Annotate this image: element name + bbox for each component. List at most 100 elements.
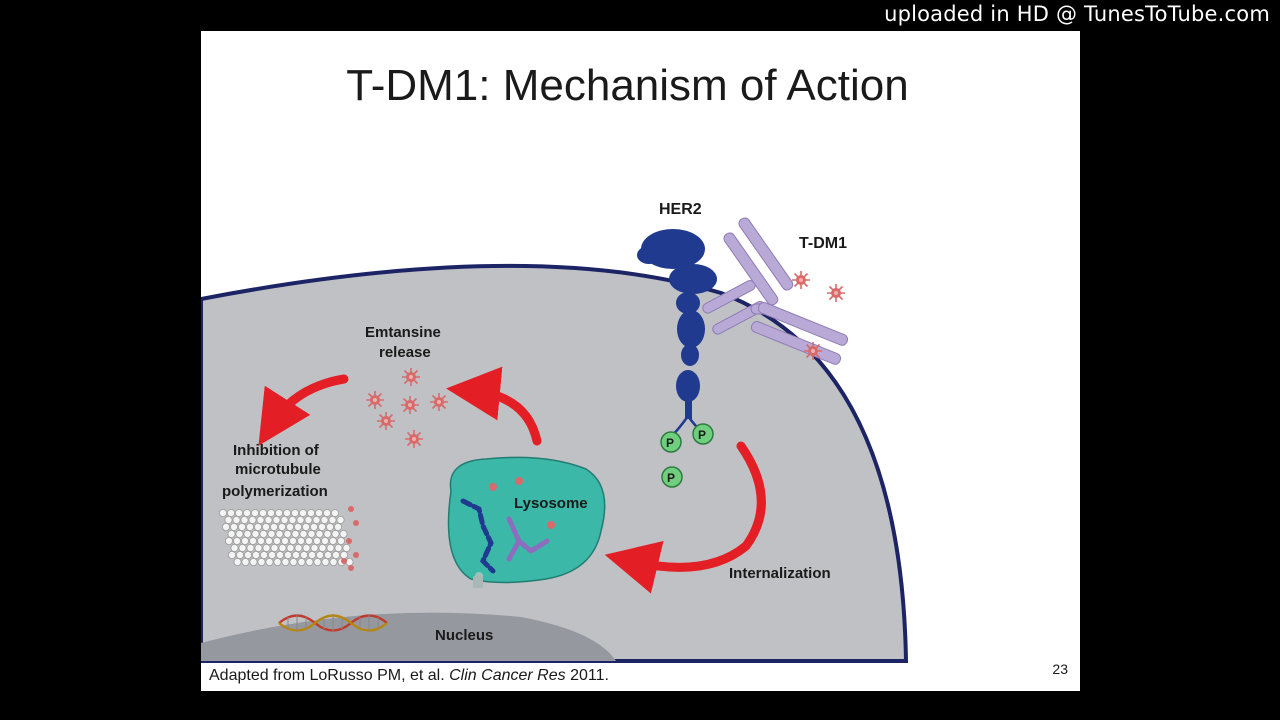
tubulin-bead xyxy=(307,529,316,538)
tubulin-bead xyxy=(238,522,247,531)
tubulin-bead xyxy=(233,558,242,567)
tubulin-bead xyxy=(267,508,276,517)
tubulin-bead xyxy=(291,529,300,538)
citation-journal: Clin Cancer Res xyxy=(449,667,566,684)
tubulin-bead xyxy=(246,544,255,553)
tubulin-bead xyxy=(270,544,279,553)
tubulin-bead xyxy=(330,508,339,517)
tubulin-bead xyxy=(284,551,293,560)
tubulin-bead xyxy=(307,508,316,517)
phosphate-groups: P P P xyxy=(660,423,714,488)
tubulin-bead xyxy=(257,536,266,545)
tubulin-bead xyxy=(288,515,297,524)
degraded-antibody-fragments xyxy=(460,498,550,574)
inhibition-arrow xyxy=(258,374,349,446)
tubulin-bead xyxy=(278,544,287,553)
phospho-label: P xyxy=(698,428,706,442)
tdm1-antibody xyxy=(702,217,849,365)
tubulin-bead xyxy=(339,551,348,560)
tubulin-bead xyxy=(273,536,282,545)
tubulin-bead xyxy=(323,508,332,517)
microtubule-lattice-icon xyxy=(218,508,354,567)
tubulin-bead xyxy=(294,544,303,553)
phospho-label: P xyxy=(667,471,675,485)
tubulin-bead xyxy=(286,544,295,553)
watermark-text: uploaded in HD @ TunesToTube.com xyxy=(884,2,1270,26)
tubulin-bead xyxy=(339,529,348,538)
tubulin-bead xyxy=(318,544,327,553)
tubulin-bead xyxy=(254,544,263,553)
tubulin-bead xyxy=(308,551,317,560)
tubulin-bead xyxy=(281,558,290,567)
citation: Adapted from LoRusso PM, et al. Clin Can… xyxy=(209,667,609,685)
phospho-label: P xyxy=(666,436,674,450)
tubulin-bead xyxy=(265,558,274,567)
tubulin-bead xyxy=(334,544,343,553)
tubulin-bead xyxy=(257,558,266,567)
tubulin-bead xyxy=(226,508,235,517)
tubulin-bead xyxy=(280,515,289,524)
tubulin-bead xyxy=(342,544,351,553)
inhibition-label-line2: microtubule xyxy=(235,461,321,478)
tubulin-bead xyxy=(281,536,290,545)
tubulin-bead xyxy=(268,551,277,560)
internalization-arrow xyxy=(604,441,766,594)
her2-receptor xyxy=(637,229,717,419)
mechanism-diagram: Nucleus HER2 P P P xyxy=(201,201,909,663)
tubulin-bead xyxy=(249,536,258,545)
tubulin-bead xyxy=(289,558,298,567)
tubulin-bead xyxy=(262,522,271,531)
tubulin-bead xyxy=(273,558,282,567)
tubulin-bead xyxy=(313,536,322,545)
tubulin-bead xyxy=(218,508,227,517)
tubulin-bead xyxy=(297,558,306,567)
tubulin-bead xyxy=(241,536,250,545)
page-number: 23 xyxy=(1052,661,1068,677)
tubulin-bead xyxy=(259,529,268,538)
tubulin-bead xyxy=(265,536,274,545)
tubulin-bead xyxy=(252,551,261,560)
tubulin-bead xyxy=(232,515,241,524)
tubulin-bead xyxy=(318,522,327,531)
internalization-label: Internalization xyxy=(729,565,831,582)
tubulin-bead xyxy=(291,508,300,517)
dna-helix-icon xyxy=(278,614,388,632)
tubulin-bead xyxy=(235,529,244,538)
tubulin-bead xyxy=(251,529,260,538)
tubulin-bead xyxy=(294,522,303,531)
tubulin-bead xyxy=(299,529,308,538)
tubulin-bead xyxy=(275,529,284,538)
tubulin-bead xyxy=(292,551,301,560)
tubulin-bead xyxy=(305,558,314,567)
tdm1-label: T-DM1 xyxy=(799,235,847,252)
tubulin-bead xyxy=(331,551,340,560)
tubulin-bead xyxy=(312,515,321,524)
tubulin-bead xyxy=(246,522,255,531)
tubulin-bead xyxy=(262,544,271,553)
nucleus xyxy=(201,612,616,661)
nucleus-label: Nucleus xyxy=(435,627,493,644)
tubulin-bead xyxy=(272,515,281,524)
tubulin-bead xyxy=(238,544,247,553)
tubulin-bead xyxy=(278,522,287,531)
tubulin-bead xyxy=(251,508,260,517)
tubulin-bead xyxy=(299,508,308,517)
lysosome xyxy=(447,456,606,584)
tubulin-bead xyxy=(336,536,345,545)
tubulin-bead xyxy=(345,558,354,567)
tubulin-bead xyxy=(316,551,325,560)
tubulin-bead xyxy=(254,522,263,531)
citation-year: 2011. xyxy=(570,667,609,684)
tubulin-bead xyxy=(310,544,319,553)
tubulin-bead xyxy=(326,522,335,531)
tubulin-bead xyxy=(260,551,269,560)
tubulin-bead xyxy=(324,551,333,560)
lysosome-label: Lysosome xyxy=(514,495,588,512)
tubulin-bead xyxy=(243,529,252,538)
tubulin-bead xyxy=(313,558,322,567)
microtubule-drug-particles xyxy=(341,506,359,571)
tubulin-bead xyxy=(336,515,345,524)
tubulin-bead xyxy=(315,529,324,538)
tubulin-bead xyxy=(235,508,244,517)
